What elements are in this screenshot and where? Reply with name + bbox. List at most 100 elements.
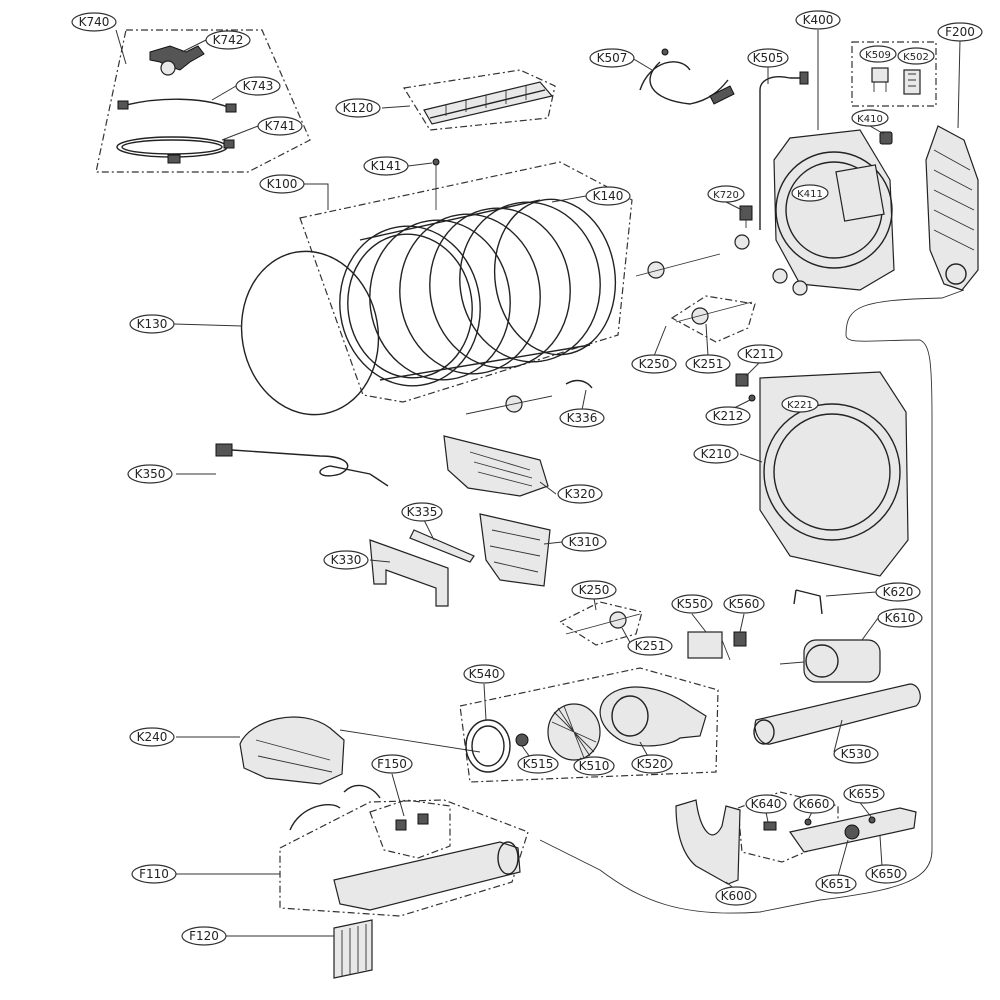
k502-part — [903, 69, 921, 95]
group-box-k120 — [403, 69, 556, 131]
k740-hose-kit — [116, 45, 237, 164]
label-k720: K720 — [707, 185, 745, 203]
svg-text:K350: K350 — [135, 467, 166, 481]
svg-text:K140: K140 — [593, 189, 624, 203]
svg-text:K509: K509 — [865, 50, 891, 61]
svg-text:K720: K720 — [713, 190, 739, 201]
k320-lint-housing-part — [443, 435, 549, 497]
svg-text:F150: F150 — [377, 757, 407, 771]
svg-text:K310: K310 — [569, 535, 600, 549]
svg-text:K250: K250 — [639, 357, 670, 371]
k410-part — [879, 131, 893, 145]
svg-text:K650: K650 — [871, 867, 902, 881]
label-k742: K742 — [205, 30, 251, 50]
group-box-f110 — [279, 799, 529, 917]
k350-power-cord-part — [215, 443, 389, 487]
label-f200: F200 — [937, 22, 983, 42]
group-box-k100 — [299, 161, 633, 403]
svg-text:K251: K251 — [693, 357, 724, 371]
f110-heater-duct-part — [333, 841, 521, 911]
k240-part — [239, 716, 345, 785]
svg-text:K620: K620 — [883, 585, 914, 599]
k550-part — [687, 631, 731, 661]
label-k620: K620 — [875, 582, 921, 602]
label-k240: K240 — [129, 727, 175, 747]
label-k515: K515 — [517, 754, 559, 774]
f200-filter-duct-part — [925, 125, 979, 291]
label-k560: K560 — [723, 594, 765, 614]
label-k509: K509 — [859, 45, 897, 63]
k600-bracket-part — [675, 799, 741, 885]
k640-part — [763, 821, 777, 831]
k141-screw-part — [432, 158, 440, 210]
k120-lifter-part — [423, 81, 554, 125]
svg-text:K212: K212 — [713, 409, 744, 423]
k515-part — [515, 733, 529, 747]
connector-line-blower — [339, 729, 481, 753]
svg-text:K660: K660 — [799, 797, 830, 811]
k520-blower-housing-part — [599, 686, 707, 747]
k507-harness-part — [639, 48, 735, 105]
label-k251-upper: K251 — [685, 354, 731, 374]
label-k350: K350 — [127, 464, 173, 484]
svg-text:K655: K655 — [849, 787, 880, 801]
svg-text:K515: K515 — [523, 757, 554, 771]
svg-text:K410: K410 — [857, 114, 883, 125]
label-k510: K510 — [573, 756, 615, 776]
svg-text:K740: K740 — [79, 15, 110, 29]
svg-text:K550: K550 — [677, 597, 708, 611]
k335-part — [409, 529, 475, 563]
connector-line-right — [539, 289, 965, 914]
label-k660: K660 — [793, 794, 835, 814]
label-k100: K100 — [259, 174, 305, 194]
svg-text:K211: K211 — [745, 347, 776, 361]
svg-text:K210: K210 — [701, 447, 732, 461]
label-k640: K640 — [745, 794, 787, 814]
label-k743: K743 — [235, 76, 281, 96]
label-k502: K502 — [897, 47, 935, 65]
group-box-k509-k502 — [851, 41, 937, 107]
svg-text:K743: K743 — [243, 79, 274, 93]
label-k320: K320 — [557, 484, 603, 504]
k330-part — [369, 539, 449, 607]
label-k336: K336 — [559, 408, 605, 428]
label-k610: K610 — [877, 608, 923, 628]
label-k120: K120 — [335, 98, 381, 118]
svg-text:K741: K741 — [265, 119, 296, 133]
y-connector-part — [149, 45, 205, 76]
svg-text:K502: K502 — [903, 52, 929, 63]
k510-blower-wheel-part — [547, 703, 601, 761]
k610-motor-part — [779, 639, 881, 683]
label-k250-upper: K250 — [631, 354, 677, 374]
svg-text:K130: K130 — [137, 317, 168, 331]
svg-text:K400: K400 — [803, 13, 834, 27]
label-k650: K650 — [865, 864, 907, 884]
svg-text:K507: K507 — [597, 51, 628, 65]
label-k651: K651 — [815, 874, 857, 894]
label-k330: K330 — [323, 550, 369, 570]
f120-heater-element-part — [333, 919, 373, 979]
k509-part — [871, 67, 889, 92]
k336-rollers-part — [465, 395, 553, 415]
f150-wires-part — [289, 784, 429, 831]
k620-part — [793, 589, 823, 615]
svg-text:K330: K330 — [331, 553, 362, 567]
svg-text:K540: K540 — [469, 667, 500, 681]
label-k210: K210 — [693, 444, 739, 464]
k651-gear-part — [844, 824, 860, 840]
group-box-f150 — [369, 799, 451, 859]
k212-part — [748, 394, 756, 402]
svg-text:F200: F200 — [945, 25, 975, 39]
label-k221: K221 — [781, 395, 819, 413]
svg-text:K510: K510 — [579, 759, 610, 773]
label-k400: K400 — [795, 10, 841, 30]
svg-text:K240: K240 — [137, 730, 168, 744]
k210-front-bulkhead-part — [759, 371, 909, 577]
label-k310: K310 — [561, 532, 607, 552]
svg-text:K320: K320 — [565, 487, 596, 501]
label-f120: F120 — [181, 926, 227, 946]
long-hose-part — [116, 136, 235, 164]
k250-roller-upper-part — [635, 234, 808, 325]
label-k741: K741 — [257, 116, 303, 136]
